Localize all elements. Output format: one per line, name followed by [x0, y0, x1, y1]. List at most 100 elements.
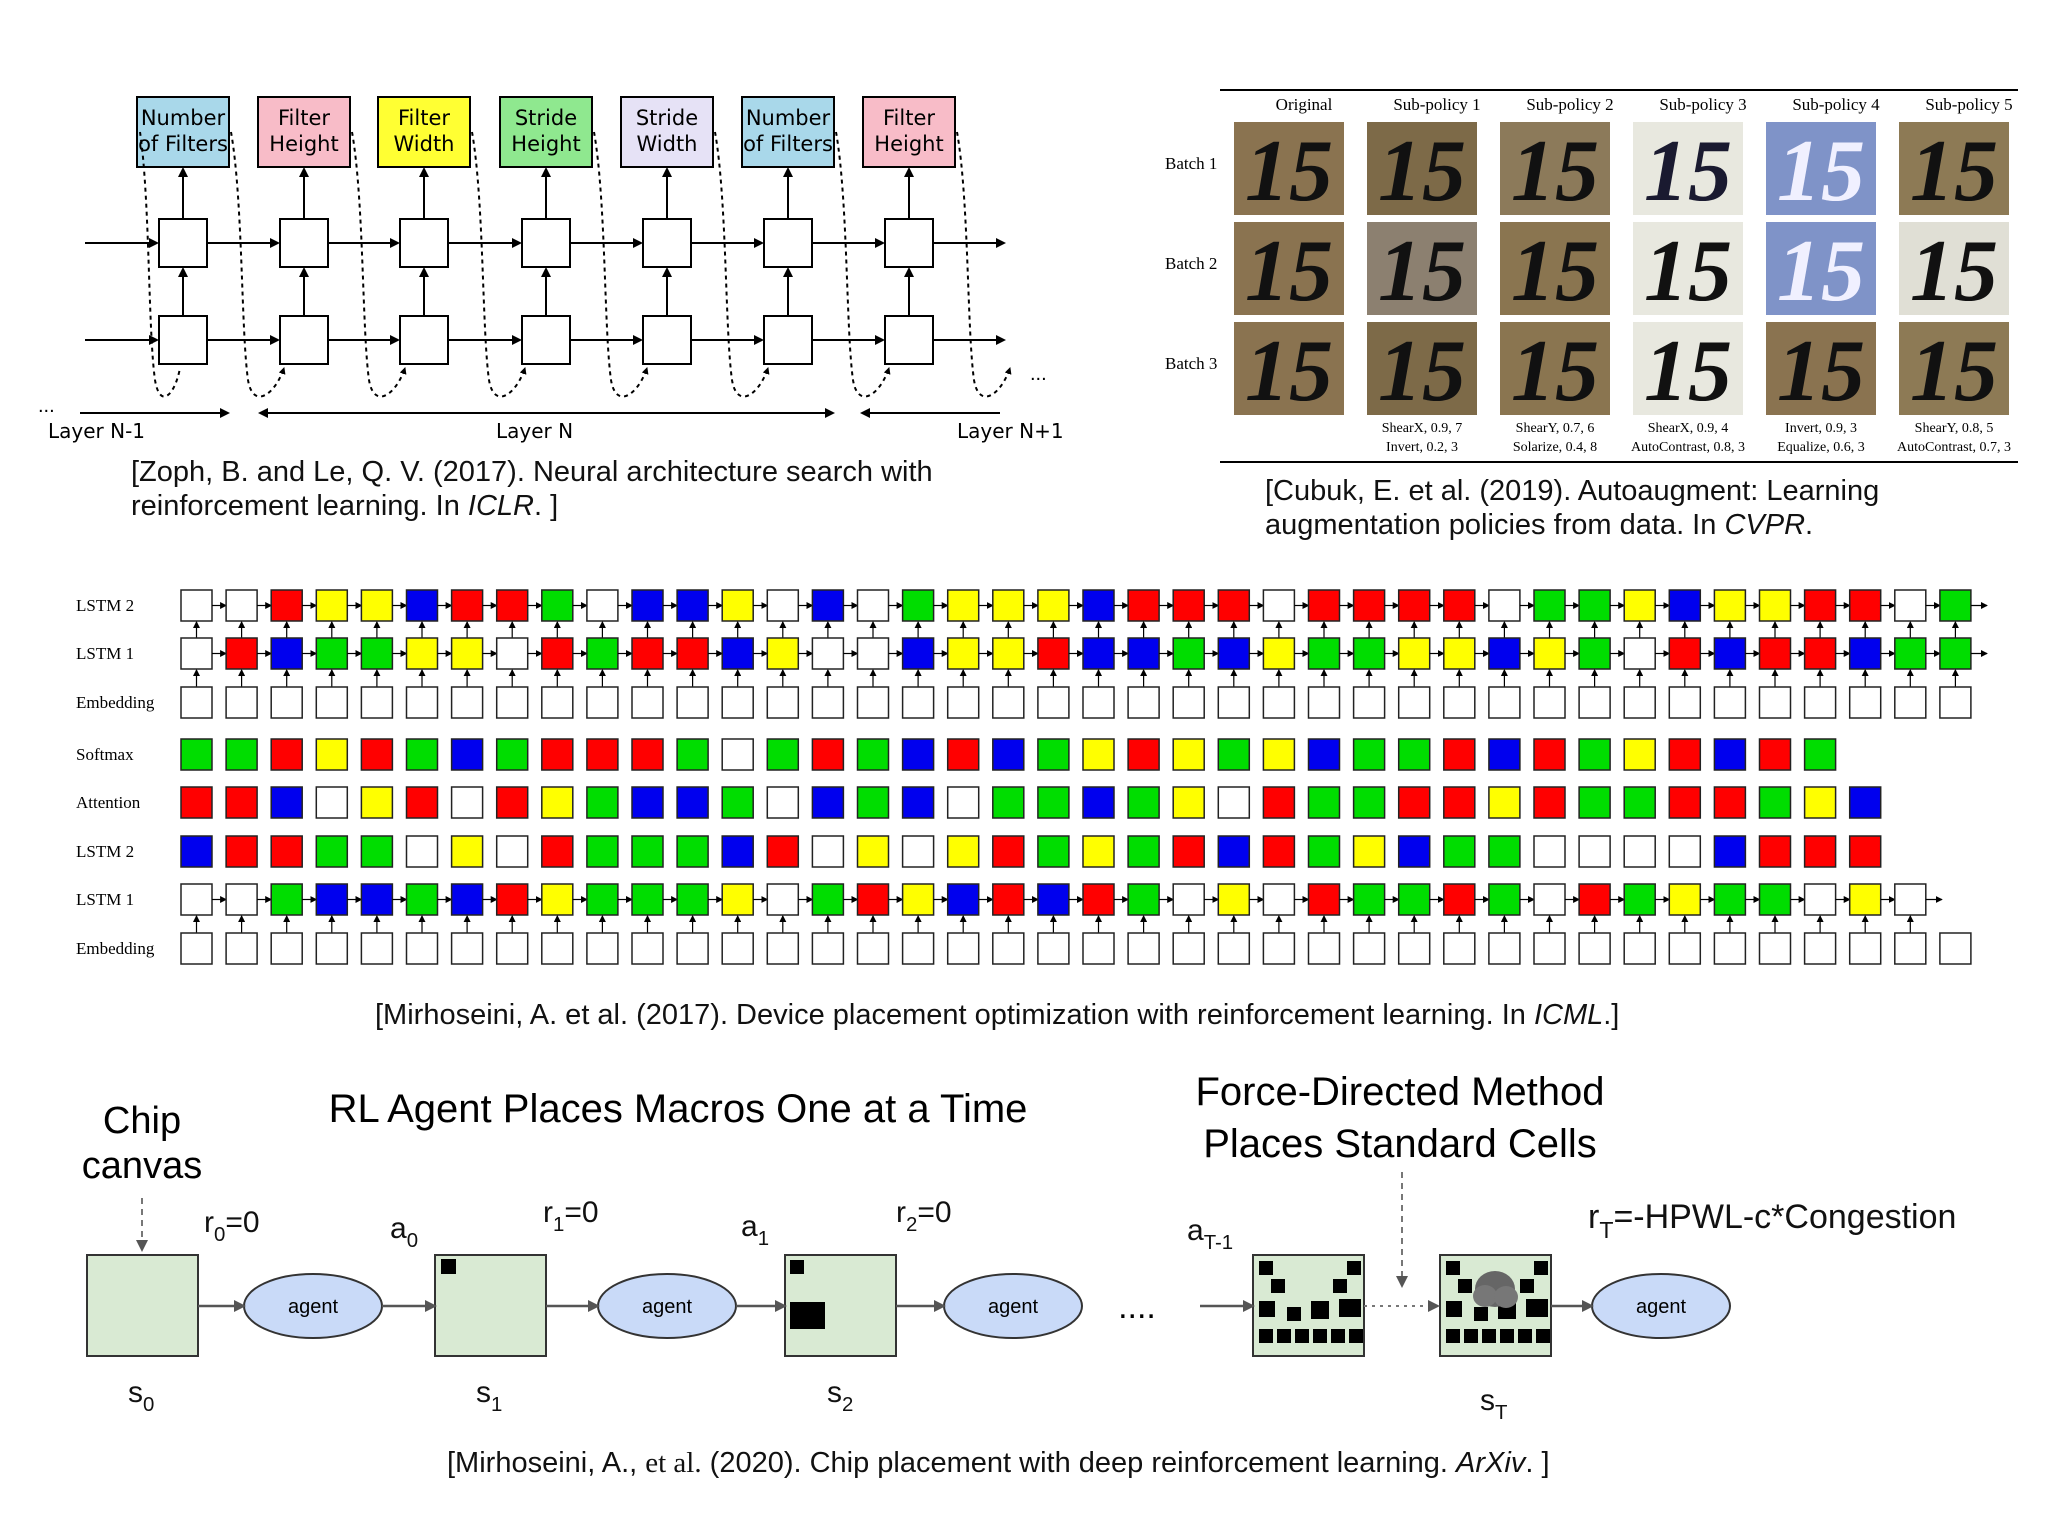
device-cell — [1352, 686, 1386, 719]
aa-image-tile — [1367, 122, 1477, 215]
device-row-label: Embedding — [76, 939, 155, 958]
device-cell — [1127, 883, 1160, 916]
nas-feedback-curve — [351, 131, 407, 398]
chip-macro — [441, 1259, 456, 1274]
device-cell — [1713, 686, 1747, 719]
device-cell — [1758, 835, 1792, 868]
device-cell — [1848, 932, 1882, 965]
device-cell — [1894, 883, 1927, 916]
chip-reward-r1: r1=0 — [543, 1196, 599, 1236]
device-cell — [495, 786, 529, 819]
chip-citation-venue: ArXiv — [1456, 1447, 1526, 1479]
device-cell — [225, 637, 258, 670]
device-cell — [450, 686, 484, 719]
device-cell — [1939, 637, 1972, 670]
chip-state-s0: s0 — [128, 1376, 154, 1416]
device-cell — [721, 835, 754, 868]
chip-state-sT: sT — [1480, 1384, 1507, 1424]
device-cell — [450, 883, 484, 916]
device-cell — [856, 932, 890, 965]
aa-citation-line1: [Cubuk, E. et al. (2019). Autoaugment: L… — [1265, 475, 1880, 507]
aa-digit: 15 — [1511, 323, 1599, 420]
aa-image-tile — [1500, 122, 1610, 215]
device-cell — [270, 686, 303, 719]
nas-cell-bottom — [521, 315, 571, 365]
chip-macro — [1534, 1261, 1548, 1275]
device-cell — [1758, 883, 1792, 916]
aa-caption-line1: ShearX, 0.9, 7 — [1382, 421, 1463, 436]
aa-column-header: Sub-policy 3 — [1659, 95, 1746, 114]
chip-macro — [1446, 1261, 1460, 1275]
chip-macro — [1536, 1329, 1550, 1343]
chip-macro — [1526, 1299, 1548, 1317]
device-cell — [1217, 589, 1251, 622]
device-cell — [1623, 589, 1656, 622]
device-cell — [721, 637, 754, 670]
aa-image-tile — [1234, 122, 1344, 215]
device-cell — [1352, 932, 1386, 965]
device-cell — [315, 686, 349, 719]
device-cell — [1397, 738, 1431, 771]
device-cell — [1217, 932, 1251, 965]
nas-feedback-curve — [230, 131, 286, 398]
device-cell — [901, 637, 935, 670]
device-cell — [946, 738, 980, 771]
aa-row-label: Batch 2 — [1165, 254, 1217, 273]
device-cell — [1307, 835, 1341, 868]
device-cell — [180, 738, 213, 771]
chip-action-aT-1: aT-1 — [1187, 1214, 1233, 1254]
nas-cell-top — [158, 218, 208, 268]
device-cell — [1533, 738, 1566, 771]
aa-digit: 15 — [1644, 323, 1732, 420]
chip-macro — [1446, 1301, 1462, 1317]
chip-reward-r0: r0=0 — [204, 1206, 260, 1246]
device-cell — [450, 738, 484, 771]
device-row-label: LSTM 1 — [76, 890, 134, 909]
device-cell — [360, 738, 394, 771]
chip-macro — [1259, 1329, 1273, 1343]
device-cell — [766, 738, 800, 771]
nas-feedback-curve — [714, 131, 770, 398]
device-cell — [1894, 637, 1927, 670]
chip-action-a1: a1 — [741, 1210, 769, 1250]
device-cell — [180, 686, 213, 719]
device-cell — [1037, 786, 1070, 819]
device-cell — [1533, 835, 1566, 868]
device-cell — [1172, 738, 1205, 771]
device-cell — [586, 686, 619, 719]
device-cell — [811, 637, 845, 670]
device-cell — [901, 738, 935, 771]
aa-caption-line2: AutoContrast, 0.8, 3 — [1631, 440, 1745, 455]
device-cell — [225, 835, 258, 868]
nas-citation-line2-text: reinforcement learning. In — [131, 490, 468, 522]
device-cell — [541, 637, 574, 670]
nas-layer-curr-label: Layer N — [496, 419, 573, 443]
device-cell — [225, 932, 258, 965]
aa-digit: 15 — [1910, 123, 1998, 220]
nas-dots-right: ... — [1030, 363, 1047, 385]
chip-macro — [1349, 1329, 1363, 1343]
device-cell — [946, 932, 980, 965]
aa-image-tile — [1766, 122, 1876, 215]
device-cell — [1894, 932, 1927, 965]
device-cell — [405, 589, 439, 622]
device-cell — [1894, 589, 1927, 622]
device-cell — [1172, 883, 1205, 916]
aa-digit: 15 — [1245, 323, 1333, 420]
device-cell — [1037, 637, 1070, 670]
nas-feedback-curve — [139, 131, 181, 398]
device-cell — [992, 883, 1025, 916]
aa-caption-line2: Solarize, 0.4, 8 — [1513, 440, 1597, 455]
nas-cell-bottom — [642, 315, 692, 365]
device-cell — [405, 738, 439, 771]
device-cell — [1488, 686, 1521, 719]
chip-standard-cells — [1473, 1285, 1497, 1307]
device-cell — [676, 932, 709, 965]
device-cell — [721, 738, 754, 771]
aa-image-tile — [1234, 222, 1344, 315]
nas-cell-top — [399, 218, 449, 268]
device-cell — [1037, 883, 1070, 916]
device-cell — [946, 835, 980, 868]
device-cell — [721, 686, 754, 719]
device-cell — [1352, 883, 1386, 916]
